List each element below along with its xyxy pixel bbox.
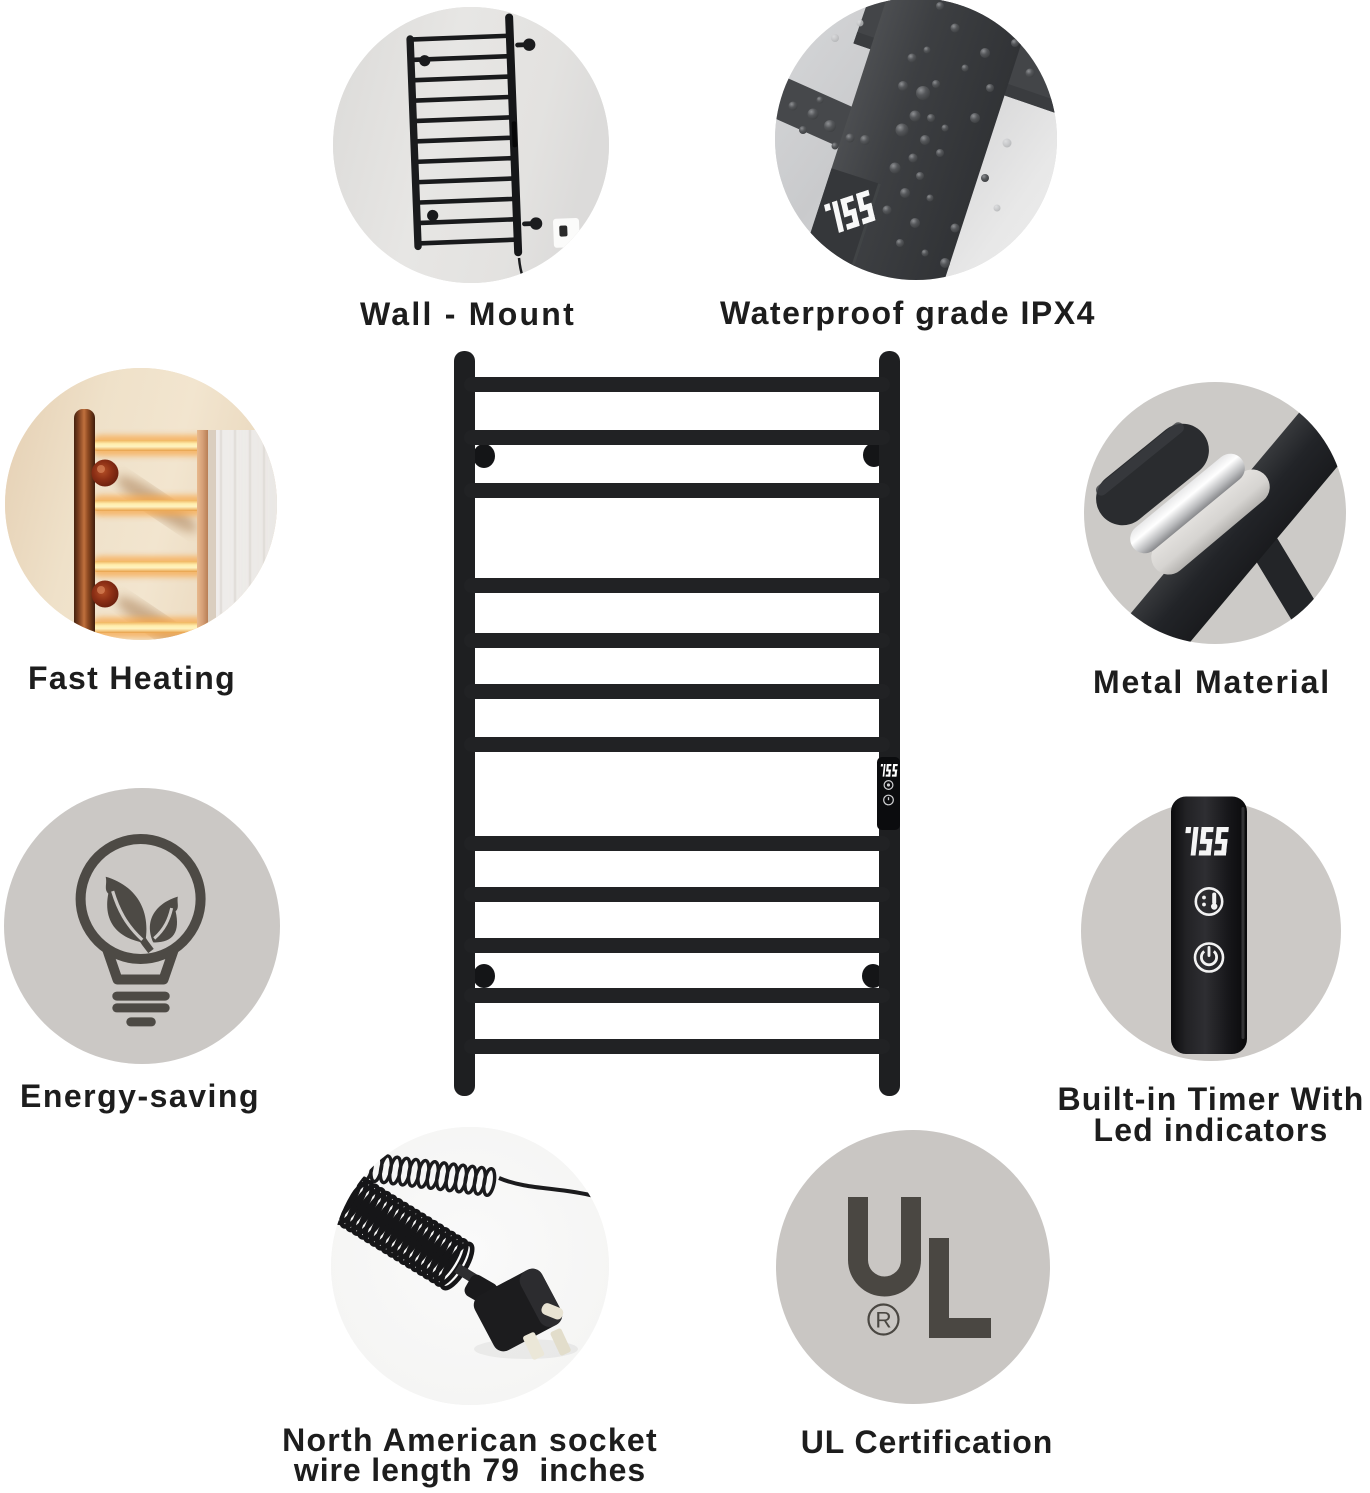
svg-text:R: R bbox=[875, 1308, 891, 1333]
